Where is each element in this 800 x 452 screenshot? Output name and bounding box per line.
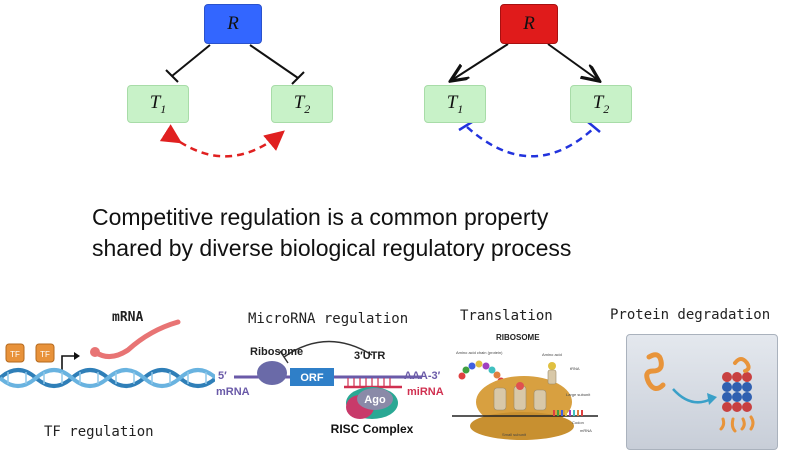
repression-bar-icon xyxy=(279,350,289,364)
tf-panel-title: TF regulation xyxy=(44,424,154,440)
node-t1-right-label: T1 xyxy=(446,91,464,116)
five-prime-label: 5′ xyxy=(218,370,227,382)
edge-r-t1-right xyxy=(452,43,509,80)
codon-ticks-icon xyxy=(553,410,583,416)
edge-r-t2-left xyxy=(249,44,299,79)
active-site-icon xyxy=(516,382,524,390)
competition-arc-right-bar1 xyxy=(458,120,473,132)
node-r-right-label: R xyxy=(523,13,535,34)
microrna-panel-title: MicroRNA regulation xyxy=(248,311,409,327)
microrna-mrna-label: mRNA xyxy=(216,386,250,398)
promoter-arrowhead-icon xyxy=(74,352,80,360)
large-subunit-label: Large subunit xyxy=(566,392,591,397)
ribosome-icon xyxy=(257,361,287,385)
tf-mrna-label: mRNA xyxy=(112,310,144,325)
degradation-frame xyxy=(626,334,778,450)
risc-label: RISC Complex xyxy=(331,422,414,436)
utr-label: 3′UTR xyxy=(354,350,385,362)
ribosome-header: RIBOSOME xyxy=(496,333,540,342)
unfolded-protein-icon xyxy=(644,352,666,391)
ago-icon xyxy=(357,388,393,410)
edge-r-t1-left xyxy=(171,44,211,77)
diagram-edges xyxy=(159,43,800,158)
translation-mrna-label: mRNA xyxy=(580,428,592,433)
caption-line-2: shared by diverse biological regulatory … xyxy=(92,235,572,261)
trna-label: tRNA xyxy=(570,366,580,371)
panel-translation: Translation RIBOSOME Amino acid chain (p… xyxy=(448,300,600,450)
node-t1-right: T1 xyxy=(424,85,486,123)
tf-box-2-icon xyxy=(35,343,55,363)
tf-box-1-label: TF xyxy=(10,350,20,359)
repression-arc-icon xyxy=(283,340,373,358)
edge-r-t2-right xyxy=(547,43,598,80)
degradation-panel-title: Protein degradation xyxy=(610,307,771,323)
node-t1-left: T1 xyxy=(127,85,189,123)
panel-tf-regulation: TF TF mRNA TF regulation xyxy=(0,300,215,450)
codon-label: Codon xyxy=(572,420,584,425)
ribosome-label: Ribosome xyxy=(250,346,303,358)
degradation-illustration xyxy=(644,352,755,433)
amino-acid-chain-label: Amino acid chain (protein) xyxy=(456,350,503,355)
amino-acid-icon xyxy=(548,362,556,370)
tf-box-1-icon xyxy=(5,343,25,363)
node-t2-left-label: T2 xyxy=(293,91,311,116)
proteasome-icon xyxy=(722,372,752,412)
mrna-cap-icon xyxy=(90,347,100,357)
dna-helix-icon xyxy=(0,368,215,388)
trna-icon xyxy=(493,369,557,411)
panel-microrna-regulation: MicroRNA regulation ORF Ribosome 3′UTR 5… xyxy=(212,300,447,450)
translation-illustration: RIBOSOME Amino acid chain (protein) Amin… xyxy=(452,333,598,440)
small-subunit-icon xyxy=(470,412,574,440)
orf-label: ORF xyxy=(300,372,324,384)
competition-arc-right-bar2 xyxy=(587,121,601,133)
node-t2-right: T2 xyxy=(570,85,632,123)
translation-panel-title: Translation xyxy=(460,308,553,324)
panel-protein-degradation: Protein degradation xyxy=(604,300,800,450)
competition-arc-right xyxy=(466,126,595,158)
orf-box-icon xyxy=(290,368,334,386)
mirna-pairing-icon xyxy=(347,378,391,387)
mirna-label: miRNA xyxy=(407,386,444,398)
node-r-left: R xyxy=(204,4,262,44)
ubiquitin-tag-icon xyxy=(733,357,751,373)
node-r-right: R xyxy=(500,4,558,44)
amino-acid-chain-icon xyxy=(458,360,505,385)
peptide-fragments-icon xyxy=(719,415,755,433)
edge-r-t1-left-bar xyxy=(165,69,179,83)
caption-line-1: Competitive regulation is a common prope… xyxy=(92,204,549,230)
mrna-strand-icon xyxy=(92,319,181,359)
degradation-arrow-icon xyxy=(672,388,712,404)
degradation-arrowhead-icon xyxy=(707,393,717,405)
tf-box-2-label: TF xyxy=(40,350,50,359)
polya-label: AAA-3′ xyxy=(404,370,441,382)
edge-r-t2-left-bar xyxy=(291,71,305,85)
competition-arc-left xyxy=(159,124,285,158)
node-r-left-label: R xyxy=(227,13,239,34)
microrna-illustration: ORF Ribosome 3′UTR 5′ mRNA AAA-3′ miRNA xyxy=(216,340,444,436)
caption: Competitive regulation is a common prope… xyxy=(92,202,732,264)
ago-label: Ago xyxy=(364,394,386,406)
node-t2-left: T2 xyxy=(271,85,333,123)
amino-acid-label: Amino acid xyxy=(542,352,562,357)
node-t1-left-label: T1 xyxy=(149,91,167,116)
tf-illustration: TF TF xyxy=(0,319,215,388)
node-t2-right-label: T2 xyxy=(592,91,610,116)
small-subunit-label: Small subunit xyxy=(502,432,527,437)
promoter-arrow-icon xyxy=(61,355,76,370)
